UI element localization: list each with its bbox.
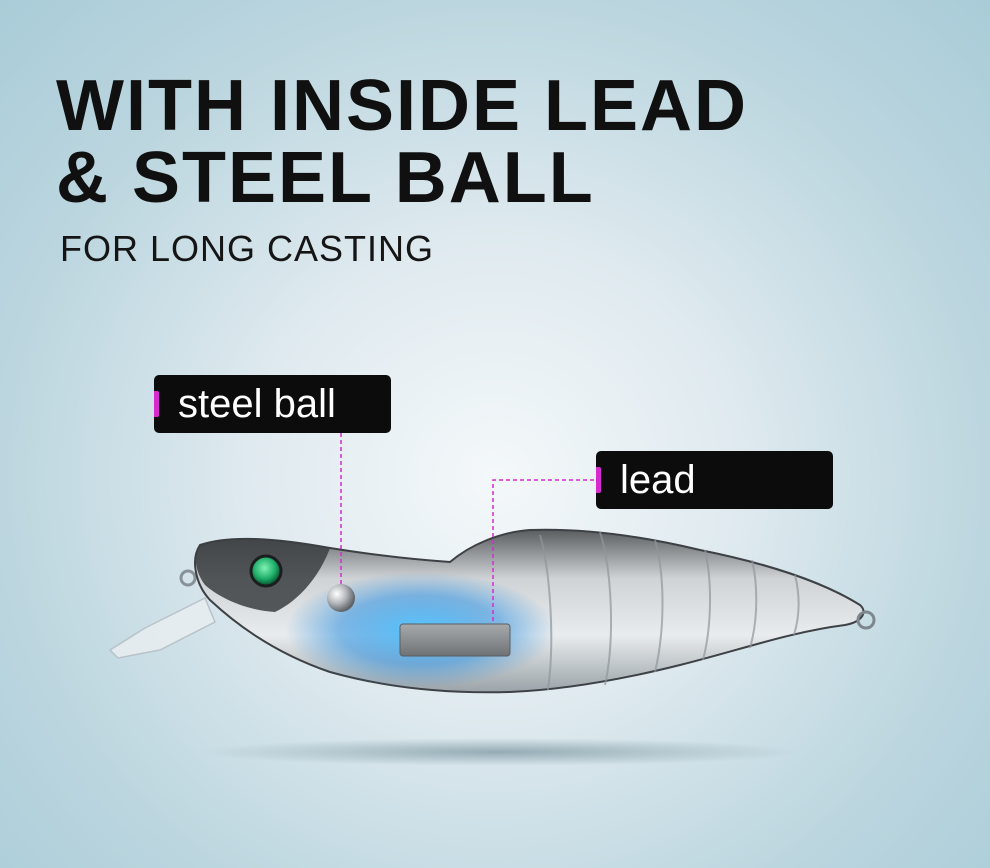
subtitle: FOR LONG CASTING xyxy=(60,228,435,269)
body-segment-lines xyxy=(539,531,800,691)
tail-line-ring xyxy=(856,610,876,630)
front-line-ring xyxy=(179,569,197,587)
lure-eye xyxy=(249,554,283,588)
lead-weight xyxy=(399,623,511,657)
lead-callout: lead xyxy=(596,451,833,509)
lure-shadow xyxy=(200,738,800,766)
headline-line-2: & STEEL BALL xyxy=(56,138,595,218)
headline: WITH INSIDE LEAD & STEEL BALL xyxy=(56,70,748,214)
steel-ball xyxy=(327,584,355,612)
diving-lip xyxy=(108,596,216,659)
lead-leader xyxy=(492,479,594,624)
headline-line-1: WITH INSIDE LEAD xyxy=(56,66,748,146)
steel-ball-callout: steel ball xyxy=(154,375,391,433)
